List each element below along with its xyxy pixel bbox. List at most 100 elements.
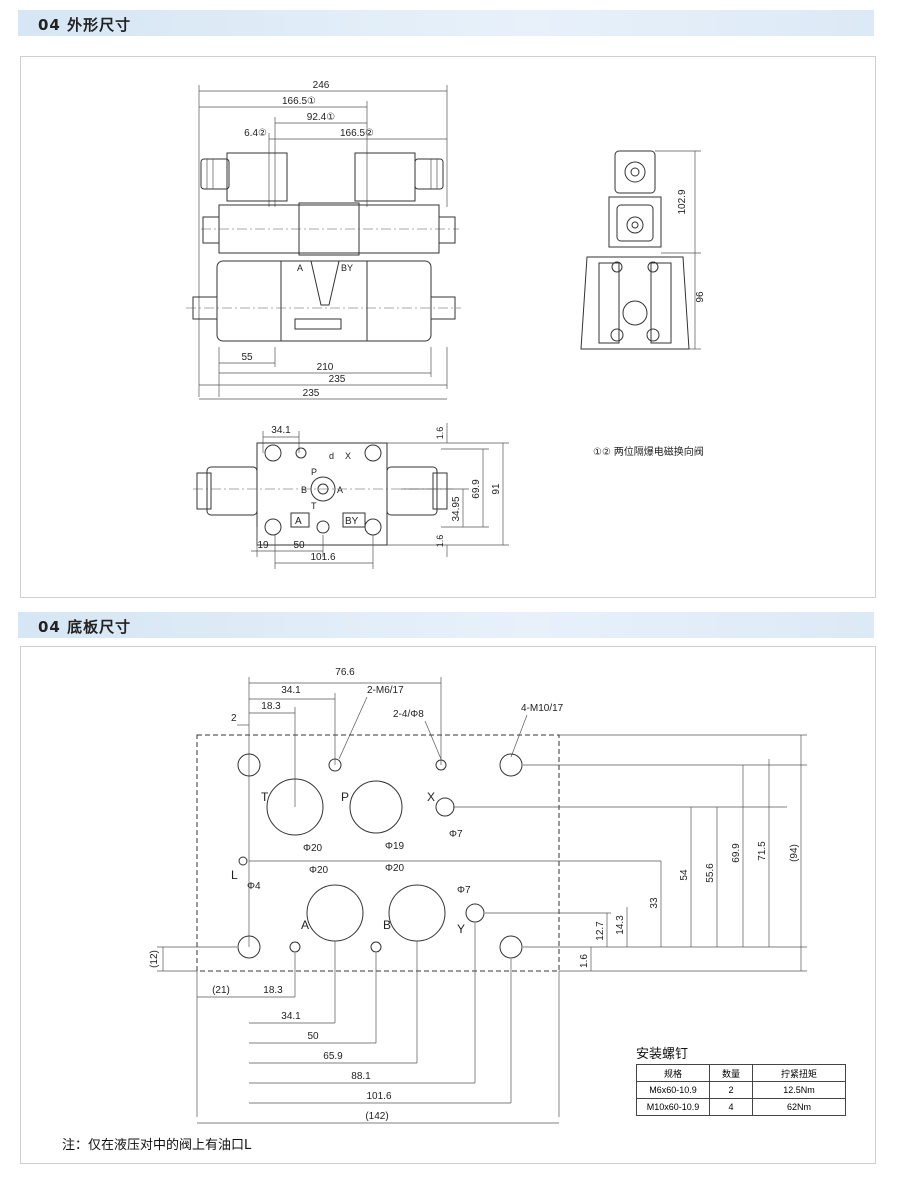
dim-4-m10: 4-M10/17 — [521, 703, 564, 714]
dim-69-9: 69.9 — [471, 479, 482, 499]
dim-1-6-a: 1.6 — [435, 427, 445, 440]
table-row: M6x60-10.9 2 12.5Nm — [636, 1081, 846, 1099]
label-b: B — [383, 918, 391, 932]
port-p-hole — [349, 780, 403, 834]
cell-spec: M6x60-10.9 — [636, 1081, 710, 1099]
dim-34-1-base: 34.1 — [281, 685, 301, 696]
dim-76-6: 76.6 — [335, 667, 355, 678]
port-a-hole — [306, 884, 364, 942]
cell-qty: 2 — [709, 1081, 753, 1099]
phi-4-l: Φ4 — [247, 881, 261, 892]
dim-2-m6: 2-M6/17 — [367, 685, 404, 696]
port-by-label-front: BY — [341, 263, 353, 273]
dim-1-6-base: 1.6 — [579, 954, 590, 968]
label-l: L — [231, 868, 238, 882]
port-y-hole — [465, 903, 485, 923]
dim-19: 19 — [257, 540, 269, 551]
port-a-top2: A — [337, 485, 343, 495]
label-x: X — [427, 790, 435, 804]
valve-legend: ①② 两位隔爆电磁换向阀 — [593, 445, 704, 458]
dim-34-95: 34.95 — [451, 496, 462, 521]
dim-166-5-1: 166.5① — [282, 96, 316, 107]
dim-65-9: 65.9 — [323, 1051, 343, 1062]
mount-screws-title: 安装螺钉 — [636, 1047, 689, 1062]
dim-101-6: 101.6 — [310, 552, 335, 563]
dim-12-7: 12.7 — [595, 921, 606, 941]
dim-55: 55 — [241, 352, 253, 363]
header-torque: 拧紧扭矩 — [752, 1064, 846, 1082]
dim-6-4: 6.4② — [244, 128, 267, 139]
dim-54: 54 — [679, 869, 690, 881]
phi-19-p: Φ19 — [385, 841, 405, 852]
small-hole-bottom-b — [370, 941, 382, 953]
section-header-outer: 04 外形尺寸 — [18, 10, 874, 36]
dim-1-6-b: 1.6 — [435, 535, 445, 548]
phi-7-x: Φ7 — [449, 829, 463, 840]
cell-torque: 12.5Nm — [752, 1081, 846, 1099]
port-b-hole — [388, 884, 446, 942]
dim-14-3: 14.3 — [615, 915, 626, 935]
dim-34-1-bottom: 34.1 — [281, 1011, 301, 1022]
phi-20-a: Φ20 — [309, 865, 329, 876]
dim-246: 246 — [313, 80, 330, 91]
header-spec: 规格 — [636, 1064, 710, 1082]
mount-screws-table: 规格 数量 拧紧扭矩 M6x60-10.9 2 12.5Nm M10x60-10… — [636, 1064, 846, 1116]
dim-18-3-top: 18.3 — [261, 701, 281, 712]
dim-69-9-base: 69.9 — [731, 843, 742, 863]
dim-235-a: 235 — [329, 374, 346, 385]
port-t-top: T — [311, 501, 317, 511]
outer-dimensions-panel: 246 166.5① 92.4① 6.4② 166.5② A BY — [20, 56, 876, 598]
dim-2-4-phi8: 2-4/Φ8 — [393, 709, 424, 720]
dim-21: (21) — [212, 985, 230, 996]
cell-spec: M10x60-10.9 — [636, 1098, 710, 1116]
port-a-label-front: A — [297, 263, 303, 273]
label-a: A — [301, 918, 309, 932]
phi-20-t: Φ20 — [303, 843, 323, 854]
port-d-top: d — [329, 451, 334, 461]
phi-20-b: Φ20 — [385, 863, 405, 874]
dim-2: 2 — [231, 713, 237, 724]
top-view: 34.1 P T B A X d A BY 1.6 69.9 91 — [193, 423, 509, 569]
table-header-row: 规格 数量 拧紧扭矩 — [636, 1064, 846, 1082]
bolt-hole-top-left — [237, 753, 261, 777]
front-view: 246 166.5① 92.4① 6.4② 166.5② A BY — [186, 80, 461, 400]
dim-94: (94) — [789, 844, 800, 862]
label-p: P — [341, 790, 349, 804]
locating-hole-m6 — [328, 758, 342, 772]
base-plate-outline — [196, 734, 560, 972]
cell-qty: 4 — [709, 1098, 753, 1116]
dim-12: (12) — [149, 950, 160, 968]
dim-210: 210 — [317, 362, 334, 373]
dim-92-4: 92.4① — [307, 112, 335, 123]
label-t: T — [261, 790, 269, 804]
port-a-top: A — [295, 516, 302, 527]
footnote: 注：仅在液压对中的阀上有油口L — [62, 1138, 252, 1153]
header-qty: 数量 — [709, 1064, 753, 1082]
port-b-top: B — [301, 485, 307, 495]
dim-101-6-bottom: 101.6 — [366, 1091, 391, 1102]
dim-88-1: 88.1 — [351, 1071, 371, 1082]
dim-102-9: 102.9 — [677, 189, 688, 214]
dim-55-6: 55.6 — [705, 863, 716, 883]
port-x-hole — [435, 797, 455, 817]
dim-34-1-top: 34.1 — [271, 425, 291, 436]
bolt-hole-bottom-left — [237, 935, 261, 959]
dim-33: 33 — [649, 897, 660, 909]
dim-91: 91 — [491, 483, 502, 495]
label-y: Y — [457, 922, 465, 936]
section-title-base: 04 底板尺寸 — [38, 618, 132, 636]
section-title-outer: 04 外形尺寸 — [38, 16, 132, 34]
dim-71-5: 71.5 — [757, 841, 768, 861]
small-hole-bottom — [289, 941, 301, 953]
port-by-top: BY — [345, 516, 359, 527]
phi-7-y: Φ7 — [457, 885, 471, 896]
bolt-hole-bottom-right — [499, 935, 523, 959]
table-row: M10x60-10.9 4 62Nm — [636, 1098, 846, 1116]
bolt-hole-top-right — [499, 753, 523, 777]
port-x-top: X — [345, 451, 351, 461]
dim-166-5-2: 166.5② — [340, 128, 374, 139]
locating-hole-phi8 — [435, 759, 447, 771]
base-plate-drawing: 76.6 34.1 2-M6/17 18.3 2 2-4/Φ8 4-M10/17… — [149, 667, 807, 1124]
port-l-hole — [238, 856, 248, 866]
dim-235-b: 235 — [303, 388, 320, 399]
